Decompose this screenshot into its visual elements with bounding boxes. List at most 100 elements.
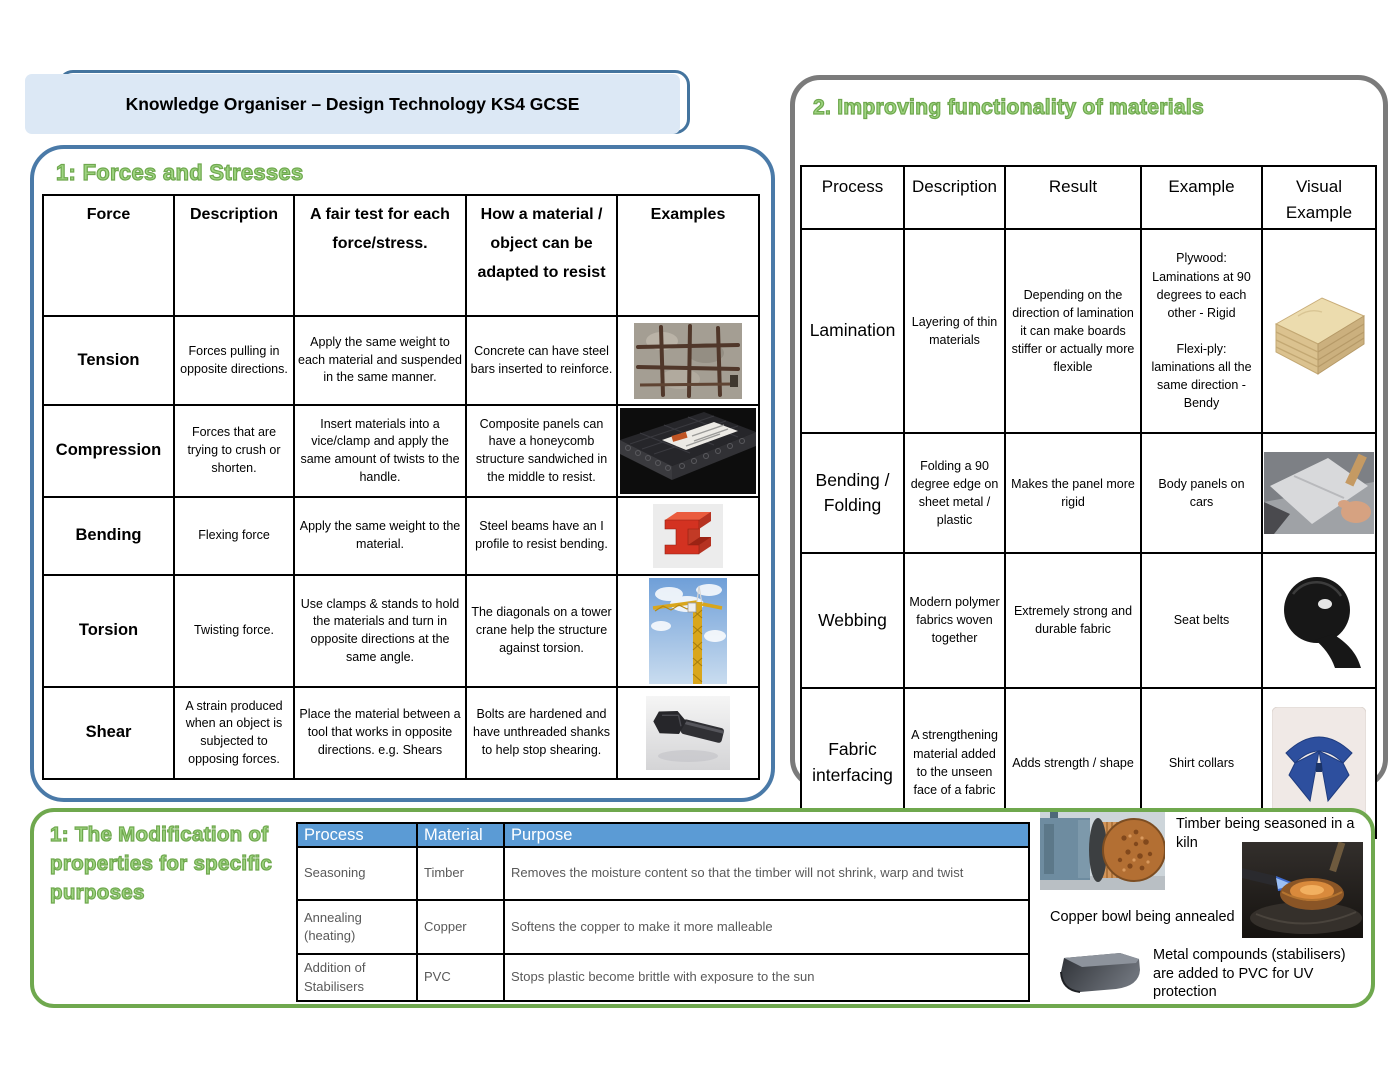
col-header-adaptation: How a material / object can be adapted t… [465, 194, 618, 317]
improving-table: Process Description Result Example Visua… [800, 165, 1377, 839]
example-image-cell [616, 496, 760, 576]
col-header-result: Result [1004, 165, 1142, 230]
pvc-gutter-image [1056, 950, 1146, 996]
material-cell: Copper [416, 899, 505, 955]
table-row-tension: Tension Forces pulling in opposite direc… [42, 315, 760, 406]
adaptation-cell: Composite panels can have a honeycomb st… [465, 404, 618, 498]
col-header-process: Process [800, 165, 905, 230]
purpose-cell: Stops plastic become brittle with exposu… [503, 953, 1030, 1002]
pvc-gutter-photo [1056, 950, 1146, 996]
process-description-cell: Folding a 90 degree edge on sheet metal … [903, 431, 1006, 555]
pvc-stabilisers-caption: Metal compounds (stabilisers) are added … [1153, 947, 1346, 1001]
table-row-seasoning: Seasoning Timber Removes the moisture co… [296, 846, 1030, 901]
sheet-metal-folding-image [1264, 452, 1374, 535]
purpose-cell: Removes the moisture content so that the… [503, 846, 1030, 901]
example-cell: Plywood: Laminations at 90 degrees to ea… [1140, 228, 1263, 434]
forces-table-header-row: Force Description A fair test for each f… [42, 194, 760, 317]
shirt-collar-image [1272, 706, 1366, 819]
process-description-cell: Layering of thin materials [903, 228, 1006, 434]
col-header-force: Force [42, 194, 175, 317]
visual-example-cell [1261, 228, 1377, 434]
timber-kiln-photo [1040, 812, 1165, 890]
reinforced-concrete-image [634, 322, 742, 399]
adaptation-cell: Steel beams have an I profile to resist … [465, 496, 618, 576]
fair-test-cell: Insert materials into a vice/clamp and a… [293, 404, 467, 498]
col-header-examples: Examples [616, 194, 760, 317]
force-description-cell: Flexing force [173, 496, 295, 576]
adaptation-cell: Bolts are hardened and have unthreaded s… [465, 686, 618, 780]
process-name-cell: Lamination [800, 228, 905, 434]
force-name-cell: Torsion [42, 574, 175, 688]
force-description-cell: Forces that are trying to crush or short… [173, 404, 295, 498]
timber-kiln-image [1040, 812, 1165, 890]
honeycomb-panel-image [620, 408, 756, 494]
result-cell: Extremely strong and durable fabric [1004, 552, 1142, 689]
purpose-cell: Softens the copper to make it more malle… [503, 899, 1030, 955]
process-cell: Annealing (heating) [296, 899, 418, 955]
copper-bowl-annealing-image [1242, 842, 1363, 938]
table-row-stabilisers: Addition of Stabilisers PVC Stops plasti… [296, 953, 1030, 1002]
adaptation-cell: The diagonals on a tower crane help the … [465, 574, 618, 688]
table-row-bending-folding: Bending / Folding Folding a 90 degree ed… [800, 431, 1377, 555]
forces-panel-title: 1: Forces and Stresses [55, 159, 304, 185]
table-row-webbing: Webbing Modern polymer fabrics woven tog… [800, 552, 1377, 689]
table-row-bending: Bending Flexing force Apply the same wei… [42, 496, 760, 576]
adaptation-cell: Concrete can have steel bars inserted to… [465, 315, 618, 406]
force-description-cell: Twisting force. [173, 574, 295, 688]
visual-example-cell [1261, 431, 1377, 555]
force-name-cell: Bending [42, 496, 175, 576]
modification-table-header-row: Process Material Purpose [296, 822, 1030, 848]
fair-test-cell: Apply the same weight to each material a… [293, 315, 467, 406]
table-row-annealing: Annealing (heating) Copper Softens the c… [296, 899, 1030, 955]
tower-crane-image [649, 578, 727, 684]
plywood-block-image [1268, 284, 1370, 378]
red-i-beam-image [653, 504, 723, 568]
force-name-cell: Shear [42, 686, 175, 780]
process-cell: Seasoning [296, 846, 418, 901]
col-header-purpose: Purpose [503, 822, 1030, 848]
fair-test-cell: Apply the same weight to the material. [293, 496, 467, 576]
example-cell: Body panels on cars [1140, 431, 1263, 555]
col-header-fair-test: A fair test for each force/stress. [293, 194, 467, 317]
visual-example-cell [1261, 552, 1377, 689]
col-header-example: Example [1140, 165, 1263, 230]
example-image-cell [616, 574, 760, 688]
col-header-material: Material [416, 822, 505, 848]
copper-bowl-photo [1242, 842, 1363, 938]
result-cell: Depending on the direction of lamination… [1004, 228, 1142, 434]
process-name-cell: Webbing [800, 552, 905, 689]
process-description-cell: A strengthening material added to the un… [903, 686, 1006, 839]
modification-panel-title: 1: The Modification of properties for sp… [49, 822, 273, 905]
material-cell: PVC [416, 953, 505, 1002]
forces-table: Force Description A fair test for each f… [42, 194, 760, 780]
col-header-visual-example: Visual Example [1261, 165, 1377, 230]
bolt-image [646, 696, 730, 770]
timber-kiln-caption: Timber being seasoned in a kiln [1176, 816, 1355, 851]
improving-table-header-row: Process Description Result Example Visua… [800, 165, 1377, 230]
example-cell: Seat belts [1140, 552, 1263, 689]
force-description-cell: Forces pulling in opposite directions. [173, 315, 295, 406]
document-title-box: Knowledge Organiser – Design Technology … [25, 74, 680, 134]
improving-panel-title: 2. Improving functionality of materials [812, 95, 1204, 119]
material-cell: Timber [416, 846, 505, 901]
example-image-cell [616, 686, 760, 780]
force-name-cell: Compression [42, 404, 175, 498]
result-cell: Makes the panel more rigid [1004, 431, 1142, 555]
col-header-description: Description [903, 165, 1006, 230]
table-row-torsion: Torsion Twisting force. Use clamps & sta… [42, 574, 760, 688]
example-image-cell [616, 404, 760, 498]
force-name-cell: Tension [42, 315, 175, 406]
col-header-description: Description [173, 194, 295, 317]
fair-test-cell: Use clamps & stands to hold the material… [293, 574, 467, 688]
process-description-cell: Modern polymer fabrics woven together [903, 552, 1006, 689]
copper-bowl-caption: Copper bowl being annealed [1050, 909, 1235, 925]
document-title: Knowledge Organiser – Design Technology … [125, 93, 580, 114]
process-name-cell: Bending / Folding [800, 431, 905, 555]
force-description-cell: A strain produced when an object is subj… [173, 686, 295, 780]
example-image-cell [616, 315, 760, 406]
fair-test-cell: Place the material between a tool that w… [293, 686, 467, 780]
col-header-process: Process [296, 822, 418, 848]
table-row-shear: Shear A strain produced when an object i… [42, 686, 760, 780]
webbing-roll-image [1273, 572, 1365, 669]
table-row-lamination: Lamination Layering of thin materials De… [800, 228, 1377, 434]
